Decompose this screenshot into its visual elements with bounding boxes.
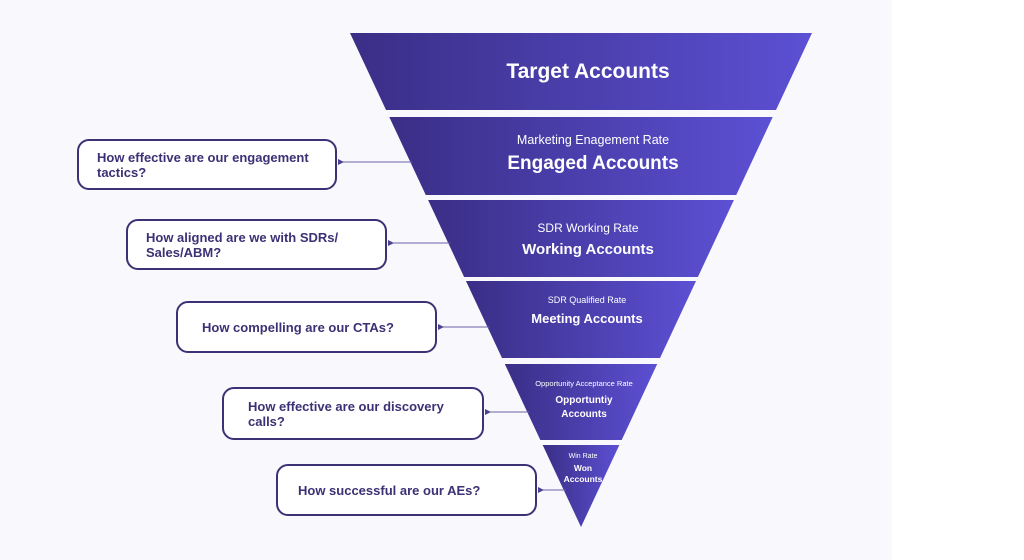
stage-opportunity-rate: Opportunity Acceptance Rate	[535, 379, 633, 388]
stage-engaged-rate: Marketing Enagement Rate	[516, 133, 670, 147]
stage-working-rate: SDR Working Rate	[537, 221, 639, 235]
question-box-discovery: How effective are our discovery calls?	[222, 387, 484, 440]
stage-opportunity-title: Opportuntiy Accounts	[555, 395, 613, 420]
funnel-stage-meeting	[465, 281, 697, 358]
funnel-stage-target	[350, 33, 812, 110]
stage-working-title: Working Accounts	[522, 241, 654, 258]
stage-won-rate: Win Rate	[568, 453, 598, 460]
funnel-stage-opportunity	[504, 364, 658, 440]
stage-meeting-rate: SDR Qualified Rate	[547, 295, 627, 305]
funnel-stage-engaged	[389, 117, 773, 195]
stage-target-accounts-title: Target Accounts	[506, 60, 670, 83]
question-box-ctas: How compelling are our CTAs?	[176, 301, 437, 353]
question-box-engagement: How effective are our engagement tactics…	[77, 139, 337, 190]
funnel-stage-working	[428, 200, 734, 277]
question-box-aes: How successful are our AEs?	[276, 464, 537, 516]
stage-won-title: Won Accounts	[563, 463, 603, 484]
question-box-alignment: How aligned are we with SDRs/ Sales/ABM?	[126, 219, 387, 270]
stage-engaged-title: Engaged Accounts	[507, 153, 679, 174]
funnel-stage-won	[542, 445, 620, 527]
stage-meeting-title: Meeting Accounts	[531, 311, 643, 326]
